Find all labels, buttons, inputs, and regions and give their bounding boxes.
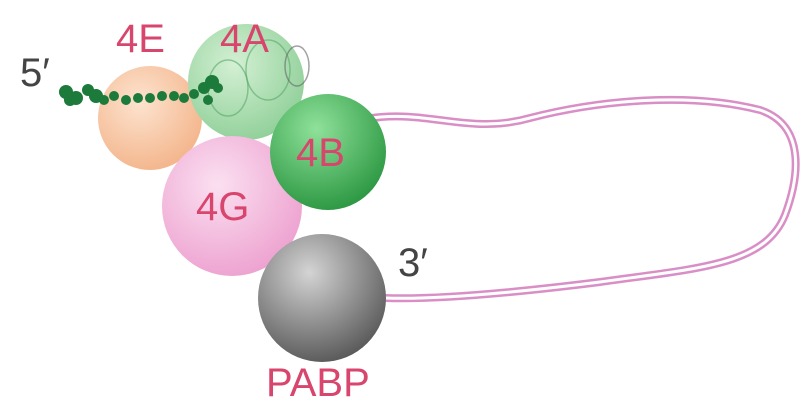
five-prime-label: 5′	[20, 51, 50, 95]
eif4b-label: 4B	[296, 131, 345, 175]
three-prime-label: 3′	[398, 241, 428, 285]
eif4a-label: 4A	[220, 17, 269, 61]
eif4g-label: 4G	[196, 185, 249, 229]
eif4e-label: 4E	[116, 17, 165, 61]
mrna-5prime-cap-chain	[59, 75, 223, 106]
pabp-label: PABP	[266, 361, 370, 402]
pabp-sphere	[258, 234, 386, 362]
eif4a-sphere	[188, 24, 310, 140]
eif4b-sphere	[270, 94, 386, 210]
eif4g-sphere	[162, 136, 302, 276]
mrna-loop	[368, 95, 800, 303]
